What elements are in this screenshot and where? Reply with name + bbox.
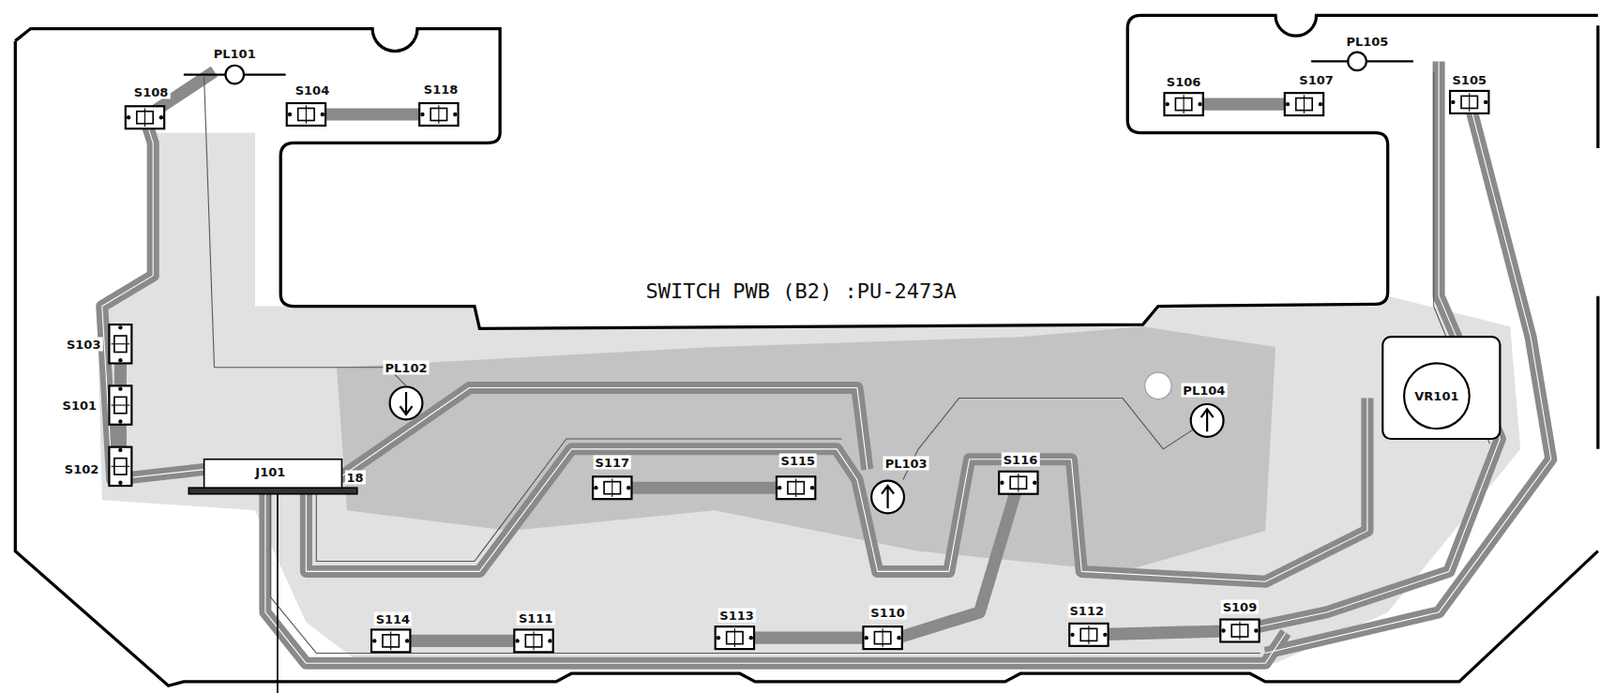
switch-symbol: [108, 324, 132, 363]
trace-bundles: [102, 60, 1552, 664]
switch-symbols: [108, 90, 1489, 652]
component-label: S102: [62, 462, 102, 477]
switch-symbol: [419, 103, 458, 126]
component-label: 18: [345, 470, 366, 485]
component-label: PL102: [383, 360, 430, 375]
component-label: S103: [64, 336, 104, 351]
component-label: PL105: [1343, 33, 1390, 48]
switch-symbol: [862, 626, 902, 650]
board-title: SWITCH PWB (B2) :PU-2473A: [642, 279, 961, 303]
component-label: PL103: [883, 455, 930, 470]
switch-symbol: [513, 629, 553, 652]
component-label: S101: [60, 397, 100, 412]
switch-symbol: [371, 629, 410, 652]
connector-j101: [188, 459, 358, 495]
component-label: S110: [868, 604, 907, 619]
switch-symbol: [286, 103, 326, 126]
switch-symbol: [1220, 619, 1259, 643]
switch-symbol: [1284, 92, 1324, 116]
component-label: S117: [593, 454, 633, 469]
variable-resistor: [1382, 336, 1500, 439]
component-label: S104: [293, 82, 333, 97]
switch-symbol: [108, 385, 132, 424]
board-outline: [15, 15, 1599, 686]
component-label: PL101: [211, 45, 258, 61]
lamp-symbols: [183, 52, 1414, 514]
component-label: VR101: [1412, 389, 1461, 404]
switch-symbol: [998, 471, 1038, 495]
mounting-hole: [1145, 372, 1172, 399]
component-label: S118: [422, 81, 461, 96]
bracket-outline: [1596, 25, 1600, 450]
component-label: S111: [516, 611, 556, 626]
component-label: S114: [374, 612, 413, 627]
switch-symbol: [108, 447, 132, 486]
leader-line: [276, 492, 279, 693]
switch-symbol: [1449, 90, 1489, 114]
component-label: PL104: [1180, 382, 1227, 397]
component-label: S112: [1067, 603, 1106, 618]
switch-symbol: [125, 105, 165, 129]
board-shading: [96, 133, 1521, 669]
switch-symbol: [1163, 92, 1203, 116]
component-label: S105: [1449, 72, 1489, 87]
component-label: S115: [779, 452, 818, 468]
component-label: S116: [1001, 452, 1041, 467]
switch-symbol: [592, 476, 632, 499]
component-label: S109: [1221, 600, 1260, 615]
component-label: S106: [1164, 75, 1204, 90]
switch-symbol: [1069, 623, 1108, 647]
component-label: S113: [717, 608, 756, 623]
component-label: S107: [1297, 72, 1336, 87]
component-label: S108: [132, 84, 171, 99]
component-label: J101: [253, 464, 287, 479]
switch-symbol: [715, 626, 755, 650]
switch-symbol: [776, 476, 816, 499]
